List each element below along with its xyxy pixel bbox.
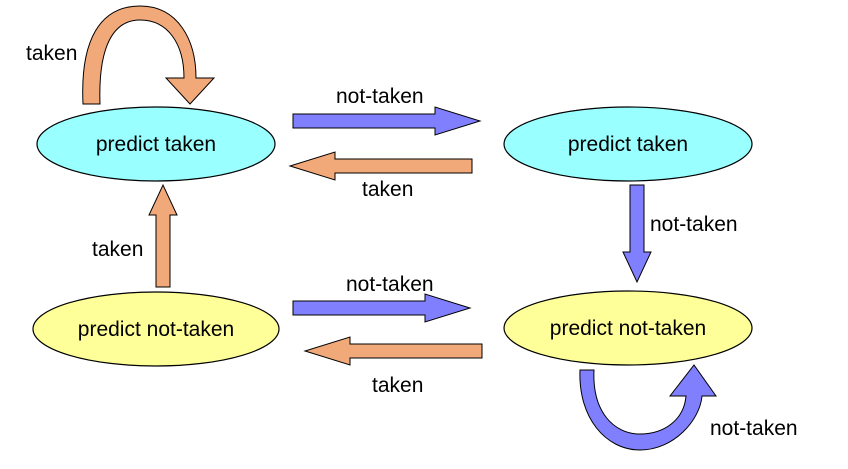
label-self-loop-taken: taken (26, 42, 77, 65)
arrow-bottom-left-to-top-left (148, 183, 178, 288)
state-bottom-right: predict not-taken (503, 290, 753, 366)
arrow-top-right-to-bottom-right (622, 184, 652, 284)
label-top-right-to-bottom-right: not-taken (650, 213, 738, 236)
label-bottom-left-to-top-left: taken (92, 238, 143, 261)
self-loop-taken-arrow (82, 5, 216, 105)
label-bottom-left-to-bottom-right: not-taken (346, 273, 434, 296)
arrow-bottom-left-to-bottom-right (292, 293, 472, 323)
state-bottom-left: predict not-taken (32, 291, 280, 367)
label-bottom-right-to-bottom-left: taken (372, 374, 423, 397)
state-bottom-left-label: predict not-taken (78, 318, 234, 341)
state-top-right-label: predict taken (568, 133, 688, 156)
state-top-right: predict taken (503, 106, 753, 182)
self-loop-not-taken-arrow (579, 364, 717, 451)
label-self-loop-not-taken: not-taken (710, 417, 798, 440)
state-top-left-label: predict taken (96, 133, 216, 156)
arrow-top-right-to-top-left (288, 151, 473, 181)
arrow-top-left-to-top-right (292, 106, 482, 136)
label-top-left-to-top-right: not-taken (336, 85, 424, 108)
arrow-bottom-right-to-bottom-left (303, 336, 483, 366)
state-bottom-right-label: predict not-taken (550, 317, 706, 340)
label-top-right-to-top-left: taken (362, 178, 413, 201)
state-top-left: predict taken (36, 106, 276, 182)
